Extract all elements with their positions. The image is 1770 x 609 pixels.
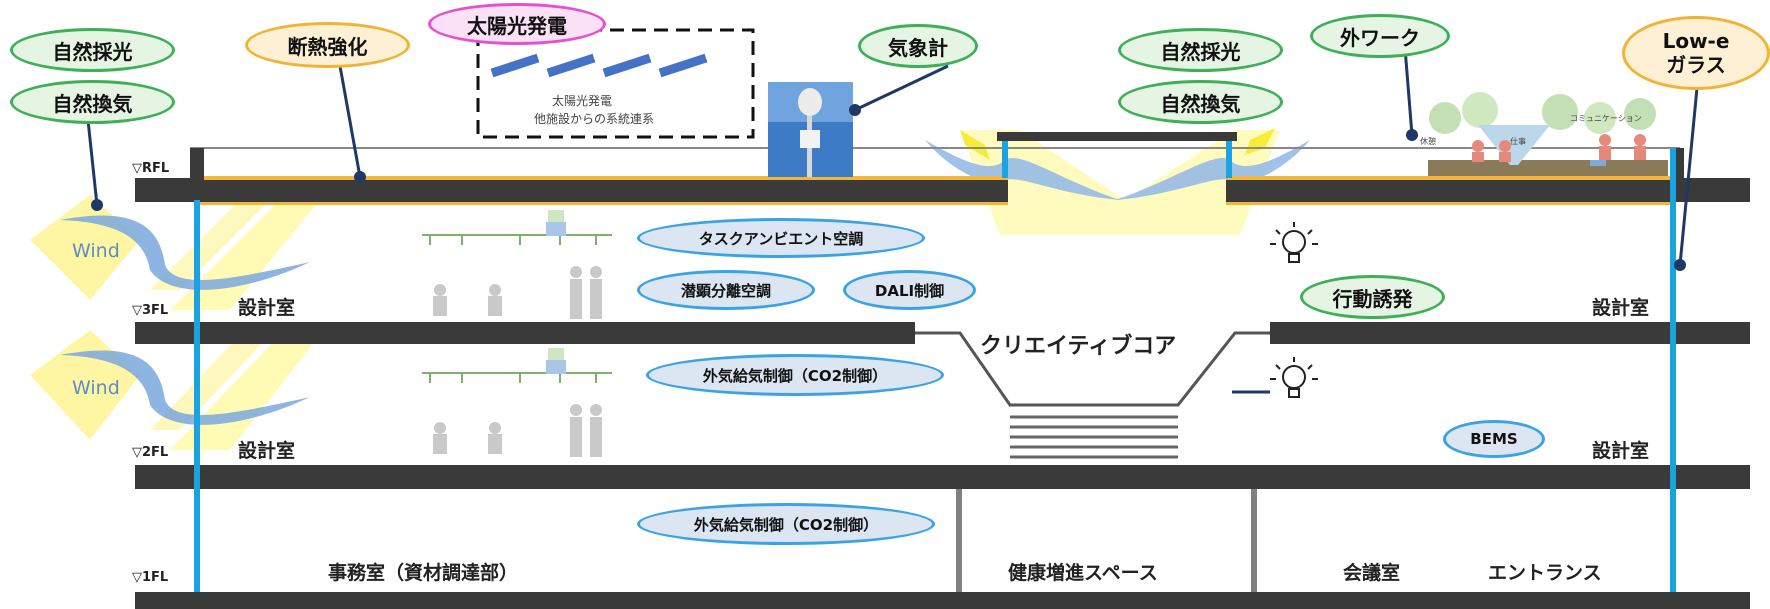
room-health: 健康増進スペース [1008, 562, 1158, 584]
solar-panel-3 [602, 53, 652, 78]
callout-co2-2f: 外気給気制御（CO2制御） [646, 354, 944, 396]
slab-1f [135, 592, 1750, 609]
leader-dot-outdoor [1406, 129, 1418, 141]
insulation-right [1226, 176, 1670, 180]
callout-task-ambient: タスクアンビエント空調 [637, 218, 925, 258]
slab-3f-left [135, 322, 915, 344]
room-entrance: エントランス [1488, 562, 1602, 584]
skylight-light [960, 130, 1280, 235]
solar-note-line2: 他施設からの系統連系 [534, 112, 655, 126]
people-2f [433, 404, 602, 457]
ac-units-2f [422, 372, 612, 383]
low-e-line1: Low-e [1662, 29, 1730, 53]
solar-panel-4 [658, 53, 708, 78]
leader-dot-weather [849, 104, 861, 116]
ac-box-2f [546, 360, 566, 374]
skylight-left-glare [960, 130, 990, 160]
level-3fl: ▽3FL [132, 303, 169, 318]
people-3f [433, 266, 602, 319]
skylight-flow-right [1115, 140, 1310, 200]
callout-insulation: 断熱強化 [245, 22, 410, 68]
skylight-flow-left [925, 140, 1120, 200]
ac-duct-2f [548, 348, 564, 360]
room-design-3f-left: 設計室 [238, 297, 296, 319]
callout-natural-vent-center: 自然換気 [1118, 80, 1283, 124]
skylight-roof [997, 132, 1237, 141]
room-design-2f-left: 設計室 [238, 440, 296, 462]
callout-natural-light-left: 自然採光 [10, 28, 175, 72]
solar-note-line1: 太陽光発電 [552, 94, 613, 108]
roof-slab-left [135, 178, 1008, 202]
skylight-glass-left [1002, 141, 1008, 178]
light-bulb-icon [1268, 220, 1320, 276]
glass-wall-right [1670, 148, 1676, 592]
callout-natural-vent-left: 自然換気 [10, 80, 175, 124]
slab-2f [135, 465, 1750, 489]
callout-weather: 気象計 [858, 24, 978, 68]
partition-1f-a [956, 489, 962, 592]
level-2fl: ▽2FL [132, 445, 169, 460]
leader-dot-natural-vent [91, 199, 103, 211]
leader-lines [86, 47, 1699, 394]
wind-label-upper: Wind [72, 240, 120, 262]
skylight-glass-right [1226, 141, 1232, 178]
roof-garden-comm: コミュニケーション [1570, 114, 1642, 123]
callout-outdoor-work: 外ワーク [1310, 14, 1450, 58]
partition-1f-b [1251, 489, 1257, 592]
level-rfl: ▽RFL [132, 161, 170, 176]
callout-natural-light-center: 自然採光 [1118, 28, 1283, 72]
callout-dali: DALI制御 [843, 270, 976, 310]
light-beam-3f-b [150, 200, 270, 290]
solar-panel-2 [546, 53, 596, 78]
level-1fl: ▽1FL [132, 570, 169, 585]
room-creative-core: クリエイティブコア [980, 334, 1177, 359]
glass-wall-left [194, 200, 200, 592]
room-design-3f-right: 設計室 [1592, 297, 1650, 319]
callout-bems: BEMS [1443, 420, 1545, 458]
callout-co2-1f: 外気給気制御（CO2制御） [637, 503, 935, 545]
solar-box [476, 28, 755, 139]
light-bulb-icon-2 [1268, 355, 1320, 411]
weather-sensor-box [800, 130, 820, 148]
callout-behavior: 行動誘発 [1300, 275, 1445, 319]
room-meeting: 会議室 [1343, 562, 1401, 584]
wind-label-lower: Wind [72, 377, 120, 399]
roof-garden-rest: 休憩 [1420, 137, 1436, 146]
callout-solar: 太陽光発電 [428, 3, 606, 45]
slab-3f-right [1270, 322, 1750, 344]
low-e-line2: ガラス [1666, 53, 1726, 77]
ac-units-3f [422, 234, 612, 245]
solar-panel-1 [490, 53, 540, 78]
room-office-1f: 事務室（資材調達部） [328, 562, 519, 584]
insulation-left-under [200, 202, 1008, 205]
light-beam-2f-b [150, 335, 270, 430]
callout-low-e-glass: Low-e ガラス [1622, 16, 1770, 90]
leader-dot-lowe [1674, 259, 1686, 271]
roof-slab-right [1226, 178, 1750, 202]
insulation-left [200, 176, 1008, 180]
leader-dot-insulation [354, 171, 366, 183]
roof-garden [1428, 92, 1668, 176]
room-design-2f-right: 設計室 [1592, 440, 1650, 462]
parapet-left [190, 148, 204, 180]
ac-duct-3f [548, 210, 564, 222]
ac-box-3f [546, 222, 566, 236]
insulation-right-under [1226, 202, 1670, 205]
creative-core-outline [915, 331, 1270, 407]
weather-sensor [798, 88, 822, 116]
callout-latent-sensible: 潜顕分離空調 [637, 270, 815, 310]
roof-garden-work: 仕事 [1510, 137, 1526, 146]
